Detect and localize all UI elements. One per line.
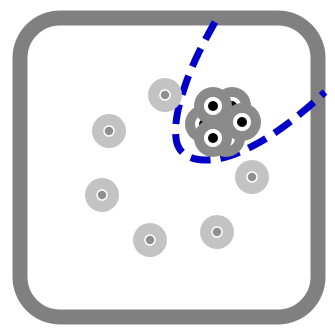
scattered-token [133, 223, 167, 257]
scattered-token [235, 160, 269, 194]
scattered-token [92, 114, 126, 148]
clustered-token [194, 119, 232, 157]
scattered-token [148, 78, 182, 112]
scattered-token [85, 178, 119, 212]
scattered-token [200, 215, 234, 249]
rounded-square-frame [20, 18, 318, 317]
